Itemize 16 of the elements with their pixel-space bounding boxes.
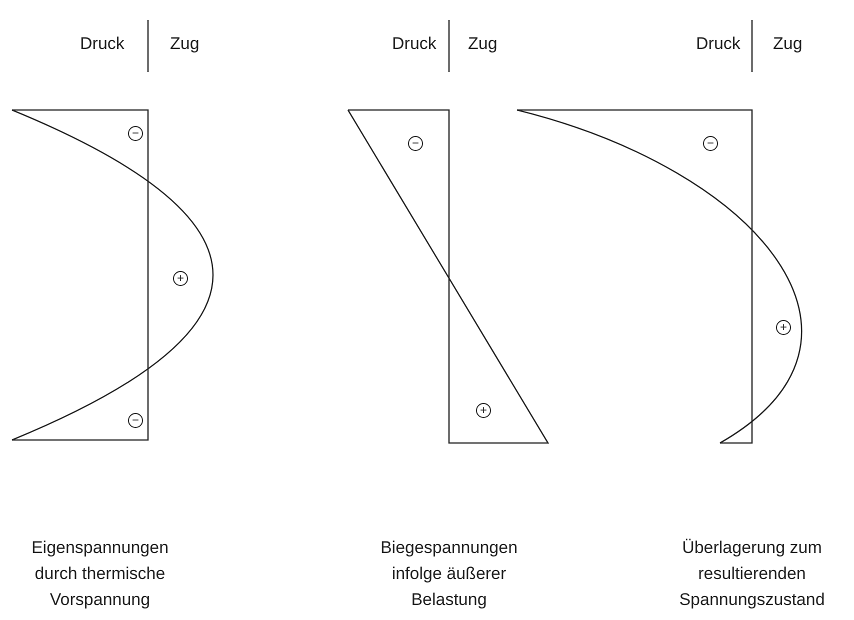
- stress-sign: +: [476, 403, 491, 418]
- stress-sign: −: [703, 136, 718, 151]
- column-heading: Druck: [392, 34, 436, 54]
- column-heading: Druck: [696, 34, 740, 54]
- column-heading: Zug: [773, 34, 802, 54]
- column-heading: Zug: [170, 34, 200, 54]
- column-heading: Druck: [80, 34, 124, 54]
- stress-sign: −: [128, 413, 143, 428]
- stress-sign: +: [776, 320, 791, 335]
- stress-sign: −: [408, 136, 423, 151]
- caption: Eigenspannungen durch thermische Vorspannung: [30, 537, 170, 611]
- stress-sign: −: [128, 126, 143, 141]
- stress-sign: +: [173, 271, 188, 286]
- column-heading: Zug: [468, 34, 498, 54]
- caption: Überlagerung zum resultierenden Spannungszustand: [678, 537, 826, 611]
- caption: Biegespannungen infolge äußerer Belastung: [379, 537, 519, 611]
